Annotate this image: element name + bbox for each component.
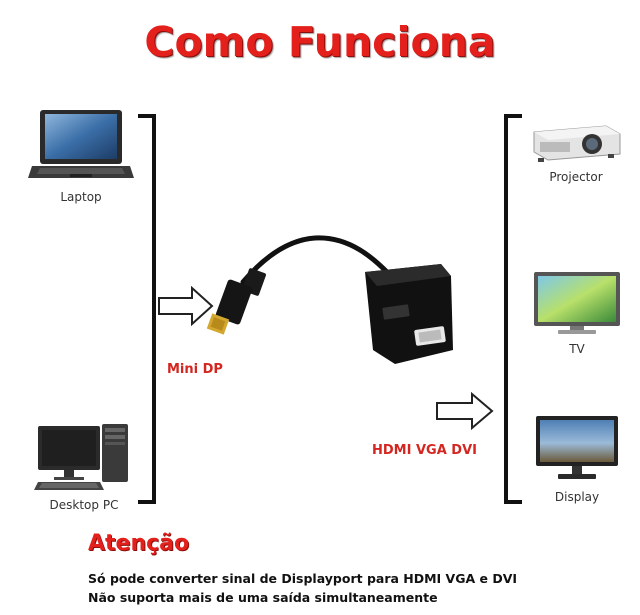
attention-line-1: Só pode converter sinal de Displayport p… [88, 571, 518, 586]
output-label: HDMI VGA DVI [372, 443, 477, 458]
laptop-label: Laptop [60, 190, 102, 204]
page-title: Como Funciona [144, 18, 496, 66]
input-label: Mini DP [167, 362, 223, 377]
input-arrow-icon [158, 285, 214, 327]
display-label: Display [554, 490, 600, 504]
attention-line-2: Não suporta mais de uma saída simultanea… [88, 590, 438, 605]
attention-heading: Atenção [88, 531, 190, 556]
left-bracket [136, 114, 160, 504]
tv-icon [532, 270, 622, 336]
laptop-icon [26, 108, 136, 184]
desktop-pc-icon [34, 420, 134, 492]
tv-label: TV [569, 342, 585, 356]
output-arrow-icon [436, 391, 494, 431]
desktop-pc-label: Desktop PC [49, 498, 119, 512]
adapter-image [205, 232, 465, 372]
projector-label: Projector [549, 170, 603, 184]
display-icon [532, 414, 622, 484]
right-bracket [500, 114, 524, 504]
projector-icon [528, 120, 624, 164]
